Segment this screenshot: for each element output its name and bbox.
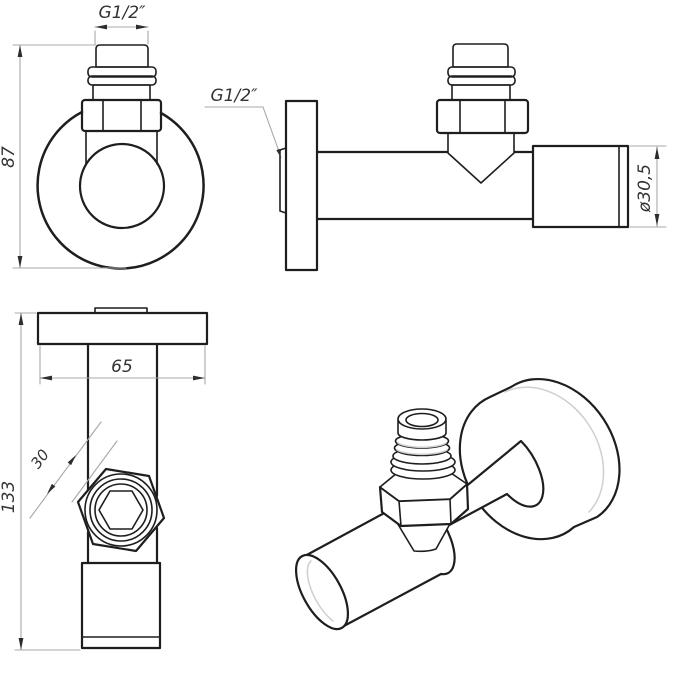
side-stem [451,84,511,101]
plan-width-dimension: 65 [39,345,206,385]
plan-pipe-lower-lines [86,526,159,565]
side-wall-thread-tab [279,147,287,214]
side-knob-body [531,144,630,229]
side-wall-flange [284,99,319,272]
plan-length-dimension: 133 [0,312,81,651]
front-stem-lines [85,130,158,165]
side-diameter-dimension: ø30,5 [629,145,667,228]
side-thread-callout: G1/2″ [204,86,282,158]
front-collar-ring-1 [87,75,157,86]
front-hex-nut [80,98,163,133]
plan-hex-label: 30 [27,446,53,472]
front-view: G1/2″ 87 [0,3,205,270]
plan-ring-outer [84,473,158,547]
side-hex-nut [435,98,530,135]
isometric-view [294,377,621,631]
plan-hex-socket [98,490,144,530]
iso-flange-chamfer [504,386,605,513]
iso-cap-bore [405,412,439,428]
side-collar-ring-2 [447,66,516,78]
front-hex-facets [102,100,142,131]
plan-flange-plate [36,311,209,346]
plan-view: 65 30 133 [0,307,209,651]
plan-width-label: 65 [111,357,133,377]
iso-flange-disc [458,377,621,541]
side-thread-section [452,43,509,68]
iso-knob-end-face [294,553,350,631]
side-pipe [315,150,535,221]
front-thread-section [95,44,149,68]
plan-ring-inner [94,483,148,537]
side-thread-label: G1/2″ [211,86,259,106]
plan-pipe-lines [86,342,159,502]
plan-flange-tab [94,307,148,314]
front-thread-label: G1/2″ [99,3,147,23]
front-thread-dimension: G1/2″ [94,3,149,45]
plan-hex-nut [76,467,166,553]
front-height-label: 87 [0,146,19,168]
iso-hex-facets [398,498,452,527]
front-stem [92,84,151,101]
plan-length-label: 133 [0,481,19,513]
iso-knob-chamfer [306,560,334,622]
side-valve-cone [447,132,515,184]
front-height-dimension: 87 [0,44,127,269]
plan-ring-middle [89,478,153,542]
front-body-circle [78,142,166,230]
side-hex-facets [459,100,506,133]
side-diameter-label: ø30,5 [635,164,655,213]
iso-thread-shading [396,442,448,456]
front-flange-circle [36,110,205,270]
plan-knob-body [80,561,162,650]
side-view: G1/2″ ø30,5 [204,43,667,272]
